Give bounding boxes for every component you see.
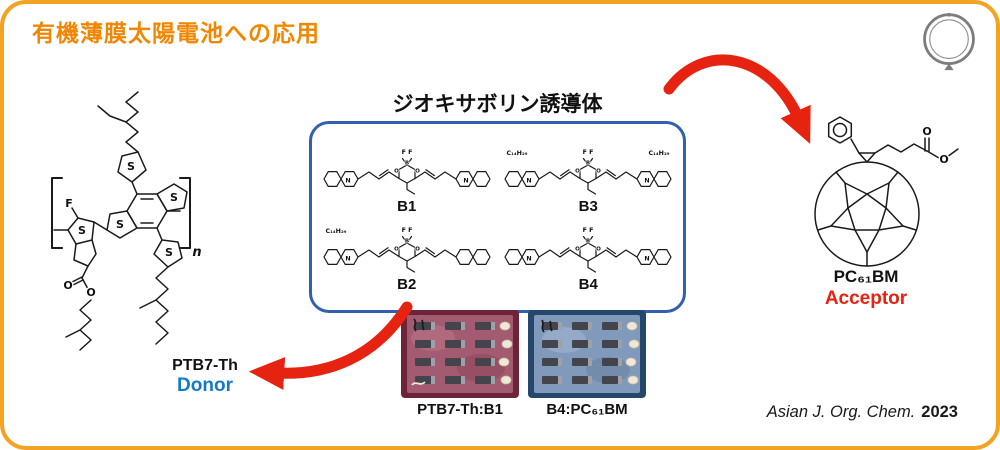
atom-label-n: N xyxy=(645,256,650,263)
marker-scribble xyxy=(541,319,553,333)
atom-label-b: B xyxy=(405,239,409,245)
atom-label-ff: F F xyxy=(401,149,412,156)
molecule-structure-b2: F F B O O C₁₄H₂₉ N xyxy=(323,226,491,273)
molecule-label-b2: B2 xyxy=(397,276,417,293)
atom-label-b: B xyxy=(586,161,590,167)
atom-label-b: B xyxy=(586,239,590,245)
molecule-structure-b1: F F B O O N N xyxy=(323,148,491,195)
atom-label-b: B xyxy=(405,161,409,167)
atom-label-n: N xyxy=(645,178,650,185)
atom-label-f: F xyxy=(65,197,73,210)
atom-label-o: O xyxy=(575,247,580,253)
atom-label-s: S xyxy=(116,218,124,231)
molecule-right-substituent: C₁₄H₂₉ xyxy=(649,150,670,157)
atom-label-o: O xyxy=(922,125,931,138)
citation: Asian J. Org. Chem. 2023 xyxy=(767,403,958,422)
molecule-label-b4: B4 xyxy=(578,276,598,293)
citation-year: 2023 xyxy=(921,403,958,421)
arrow-to-donor xyxy=(248,301,413,390)
molecule-structure-b4: F F B O O N N xyxy=(504,226,672,273)
derivatives-box: F F B O O N N B1 F F B O O C₁₄H₂₉ C₁₄H₂₉… xyxy=(309,121,686,313)
molecule-cell-b1: F F B O O N N B1 xyxy=(316,145,498,215)
atom-label-s: S xyxy=(78,224,86,237)
device-label-ptb7-b1: PTB7-Th:B1 xyxy=(417,401,503,418)
acceptor-role: Acceptor xyxy=(824,288,908,310)
atom-label-o: O xyxy=(415,247,420,253)
molecule-left-substituent: C₁₄H₂₉ xyxy=(325,228,346,235)
molecule-cell-b2: F F B O O C₁₄H₂₉ N B2 xyxy=(316,223,498,293)
acceptor-name: PC₆₁BM xyxy=(833,267,899,286)
atom-label-ff: F F xyxy=(583,227,594,234)
atom-label-o: O xyxy=(63,279,72,292)
acceptor-label-block: PC₆₁BM Acceptor xyxy=(790,266,942,311)
device-photo-b4-pcbm xyxy=(528,310,646,398)
device-label-b4-pcbm: B4:PC₆₁BM xyxy=(546,401,628,418)
atom-label-o: O xyxy=(415,169,420,175)
polymer-repeat-n: n xyxy=(192,245,201,260)
atom-label-s: S xyxy=(165,246,173,259)
university-crest-logo xyxy=(923,12,975,71)
derivatives-box-title: ジオキサボリン誘導体 xyxy=(392,93,603,116)
device-photos: PTB7-Th:B1 B4:PC₆₁BM xyxy=(401,310,646,418)
atom-label-ff: F F xyxy=(401,227,412,234)
device-photo-ptb7-b1 xyxy=(401,310,519,398)
donor-name: PTB7-Th xyxy=(172,357,238,374)
atom-label-n: N xyxy=(527,178,532,185)
acceptor-structure-pcbm: O O xyxy=(814,116,959,267)
molecule-left-substituent: C₁₄H₂₉ xyxy=(507,150,528,157)
slide-title: 有機薄膜太陽電池への応用 xyxy=(32,20,320,46)
atom-label-o: O xyxy=(394,169,399,175)
device-figure-ptb7-b1: PTB7-Th:B1 xyxy=(401,310,519,418)
molecule-structure-b3: F F B O O C₁₄H₂₉ C₁₄H₂₉ N N xyxy=(504,148,672,195)
donor-role: Donor xyxy=(177,375,233,397)
atom-label-o: O xyxy=(596,169,601,175)
molecule-label-b1: B1 xyxy=(397,198,417,215)
atom-label-o: O xyxy=(939,153,948,166)
atom-label-ff: F F xyxy=(583,149,594,156)
molecule-label-b3: B3 xyxy=(578,198,598,215)
atom-label-o: O xyxy=(575,169,580,175)
donor-structure-ptb7-th: S S S S S F O O n xyxy=(51,91,203,351)
donor-label-block: PTB7-Th Donor xyxy=(120,356,290,398)
atom-label-o: O xyxy=(86,286,95,299)
citation-journal: Asian J. Org. Chem. xyxy=(766,403,916,421)
atom-label-n: N xyxy=(345,178,350,185)
marker-scribble xyxy=(411,381,426,386)
device-figure-b4-pcbm: B4:PC₆₁BM xyxy=(528,310,646,418)
atom-label-o: O xyxy=(394,247,399,253)
marker-scribble xyxy=(413,318,425,332)
atom-label-s: S xyxy=(170,191,178,204)
atom-label-n: N xyxy=(463,178,468,185)
atom-label-n: N xyxy=(527,256,532,263)
atom-label-s: S xyxy=(127,160,135,173)
atom-label-n: N xyxy=(345,256,350,263)
molecule-cell-b4: F F B O O N N B4 xyxy=(498,223,680,293)
molecule-cell-b3: F F B O O C₁₄H₂₉ C₁₄H₂₉ N N B3 xyxy=(498,145,680,215)
atom-label-o: O xyxy=(596,247,601,253)
